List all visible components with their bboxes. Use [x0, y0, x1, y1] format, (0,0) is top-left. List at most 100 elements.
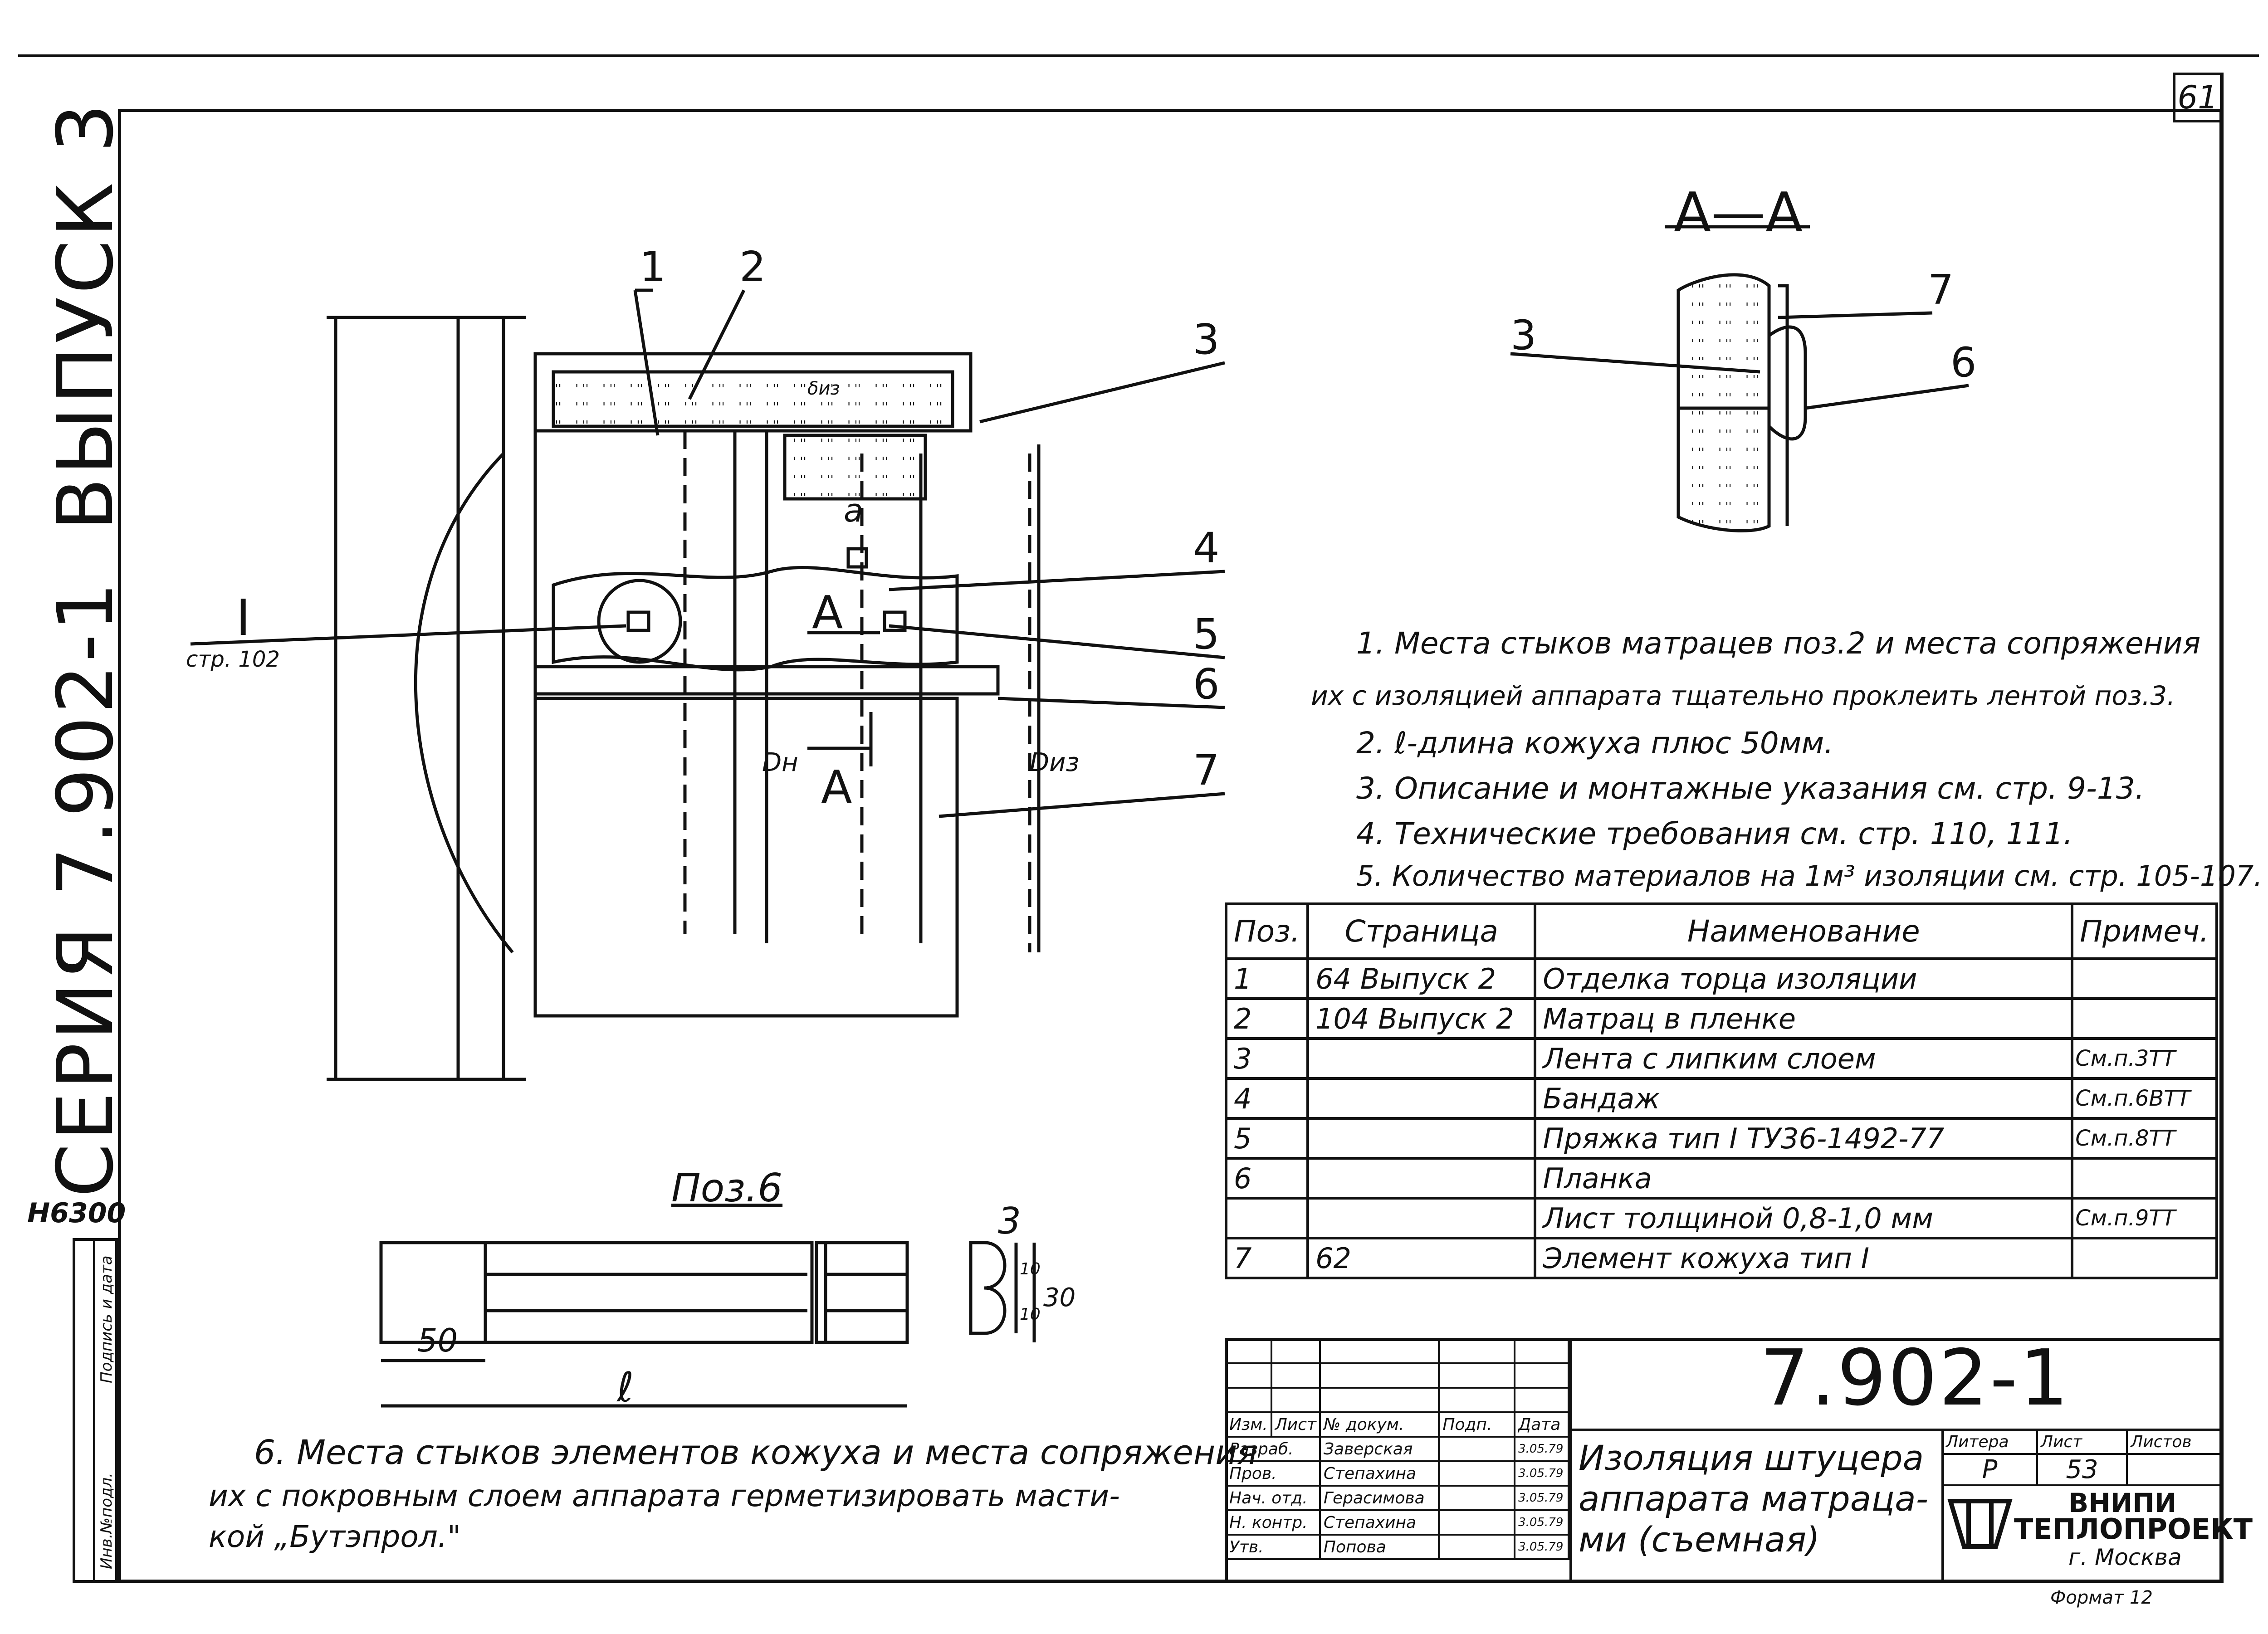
stamp-role: Н. контр. [1225, 1509, 1321, 1536]
stamp-date: 3.05.79 [1514, 1436, 1569, 1462]
pos6-dim-30: 30 [1043, 1283, 1075, 1312]
spec-cell-note: См.п.6ВТТ [2071, 1077, 2218, 1120]
stamp-date: 3.05.79 [1514, 1460, 1569, 1487]
stamp-signature [1438, 1509, 1516, 1536]
doc-code: 7.902-1 [1760, 1333, 2071, 1423]
stamp-role-row: Пров. Степахина 3.05.79 [1225, 1460, 1569, 1487]
stamp-person: Заверская [1319, 1436, 1440, 1462]
title-block-signatures: Изм. Лист № докум. Подп. Дата Разраб. За… [1225, 1338, 1569, 1560]
stamp-col-doc: № докум. [1319, 1411, 1440, 1438]
spec-header-row: Поз. Страница Наименование Примеч. [1224, 902, 2218, 960]
stamp-col-change: Изм. [1225, 1411, 1272, 1438]
pos6-dim-l: ℓ [616, 1364, 634, 1411]
title-block-h-divider [1569, 1429, 2223, 1431]
stage-sheets [2126, 1453, 2223, 1486]
dim-dn: Dн [762, 748, 798, 777]
doc-title-line2: аппарата матраца- [1579, 1478, 1929, 1519]
spec-cell-pos: 5 [1224, 1117, 1310, 1160]
pos6-dim-10a: 10 [1020, 1260, 1041, 1278]
stamp-col-sheet: Лист [1270, 1411, 1321, 1438]
spec-cell-name: Планка [1534, 1157, 2074, 1200]
section-aa-callout-7: 7 [1928, 266, 1954, 314]
top-border-line [18, 54, 2259, 57]
pos6-dim-3: 3 [998, 1200, 1021, 1242]
spec-row: 3 Лента с липким слоем См.п.3ТТ [1224, 1037, 2218, 1080]
stamp-person: Герасимова [1319, 1485, 1440, 1511]
spec-cell-page [1306, 1117, 1537, 1160]
spec-header-note: Примеч. [2071, 902, 2218, 960]
stamp-date: 3.05.79 [1514, 1534, 1569, 1560]
stage-header-litera: Литера [1941, 1429, 2038, 1455]
stamp-role: Утв. [1225, 1534, 1321, 1560]
spec-cell-page: 104 Выпуск 2 [1306, 997, 1537, 1040]
pos6-drawing: 50 ℓ 3 10 10 30 [379, 1200, 1075, 1411]
spec-cell-pos: 4 [1224, 1077, 1310, 1120]
stamp-signature [1438, 1485, 1516, 1511]
pos6-dim-50: 50 [417, 1322, 458, 1359]
spec-cell-pos: 3 [1224, 1037, 1310, 1080]
spec-header-pos: Поз. [1224, 902, 1310, 960]
callout-4: 4 [1193, 524, 1220, 572]
doc-title-line1: Изоляция штуцера [1579, 1438, 1924, 1478]
note-6-line3: кой „Бутэпрол." [209, 1519, 461, 1554]
spec-cell-page: 62 [1306, 1237, 1537, 1279]
format-label: Формат 12 [2050, 1587, 2153, 1608]
spec-row: 1 64 Выпуск 2 Отделка торца изоляции [1224, 957, 2218, 1000]
spec-cell-note: См.п.3ТТ [2071, 1037, 2218, 1080]
org-name-line1: ВНИПИ [2068, 1488, 2177, 1518]
pos6-dim-10b: 10 [1020, 1305, 1041, 1324]
callout-1: 1 [640, 243, 666, 291]
stamp-signature [1438, 1460, 1516, 1487]
spec-header-page: Страница [1306, 902, 1537, 960]
spec-cell-name: Лента с липким слоем [1534, 1037, 2074, 1080]
stage-header-sheet: Лист [2036, 1429, 2128, 1455]
spec-cell-name: Элемент кожуха тип I [1534, 1237, 2074, 1279]
note-1-line2: их с изоляцией аппарата тщательно прокле… [1311, 680, 2175, 711]
spec-cell-note: См.п.8ТТ [2071, 1117, 2218, 1160]
callout-3: 3 [1193, 315, 1220, 364]
callout-5: 5 [1193, 610, 1220, 658]
spec-cell-pos [1224, 1197, 1310, 1239]
spec-cell-pos: 7 [1224, 1237, 1310, 1279]
note-5: 5. Количество материалов на 1м³ изоляции… [1356, 859, 2263, 893]
page-number-box: 61 [2173, 73, 2223, 122]
spec-row: 4 Бандаж См.п.6ВТТ [1224, 1077, 2218, 1120]
stage-header-row: Литера Лист Листов [1941, 1429, 2223, 1455]
stamp-col-date: Дата [1514, 1411, 1569, 1438]
stamp-signature [1438, 1534, 1516, 1560]
callout-7: 7 [1193, 746, 1220, 795]
spec-cell-note [2071, 1157, 2218, 1200]
stage-header-sheets: Листов [2126, 1429, 2223, 1455]
spec-cell-note [2071, 997, 2218, 1040]
spec-cell-page [1306, 1197, 1537, 1239]
left-strip-label-inventory: Инв.№подл. [98, 1473, 116, 1569]
main-assembly-drawing: ' '' [186, 243, 1225, 1081]
dim-biz: δиз [807, 378, 840, 399]
section-aa-drawing: 3 7 6 [1510, 225, 1976, 532]
spec-cell-page [1306, 1077, 1537, 1120]
specification-table: Поз. Страница Наименование Примеч. 1 64 … [1224, 902, 2218, 1279]
section-letter-top: А [812, 586, 843, 639]
detail-ref-roman: I [236, 589, 250, 647]
spec-cell-name: Лист толщиной 0,8-1,0 мм [1534, 1197, 2074, 1239]
spec-cell-name: Отделка торца изоляции [1534, 957, 2074, 1000]
spec-row: 5 Пряжка тип I ТУ36-1492-77 См.п.8ТТ [1224, 1117, 2218, 1160]
spec-cell-note [2071, 957, 2218, 1000]
org-city: г. Москва [2068, 1544, 2182, 1571]
stamp-signature [1438, 1436, 1516, 1462]
stamp-date: 3.05.79 [1514, 1509, 1569, 1536]
spec-cell-name: Бандаж [1534, 1077, 2074, 1120]
org-logo-icon [1947, 1499, 2013, 1549]
stamp-person: Степахина [1319, 1509, 1440, 1536]
spec-row: 6 Планка [1224, 1157, 2218, 1200]
stamp-person: Степахина [1319, 1460, 1440, 1487]
section-letter-bottom: А [821, 761, 852, 814]
org-name-line2: ТЕПЛОПРОЕКТ [2014, 1512, 2253, 1546]
note-1-line1: 1. Места стыков матрацев поз.2 и места с… [1356, 626, 2201, 661]
spec-cell-page: 64 Выпуск 2 [1306, 957, 1537, 1000]
detail-ref-page: стр. 102 [186, 647, 280, 672]
stage-table: Литера Лист Листов Р 53 [1941, 1429, 2223, 1486]
section-aa-callout-6: 6 [1950, 339, 1976, 386]
stamp-role-row: Разраб. Заверская 3.05.79 [1225, 1436, 1569, 1462]
stage-litera: Р [1941, 1453, 2038, 1486]
